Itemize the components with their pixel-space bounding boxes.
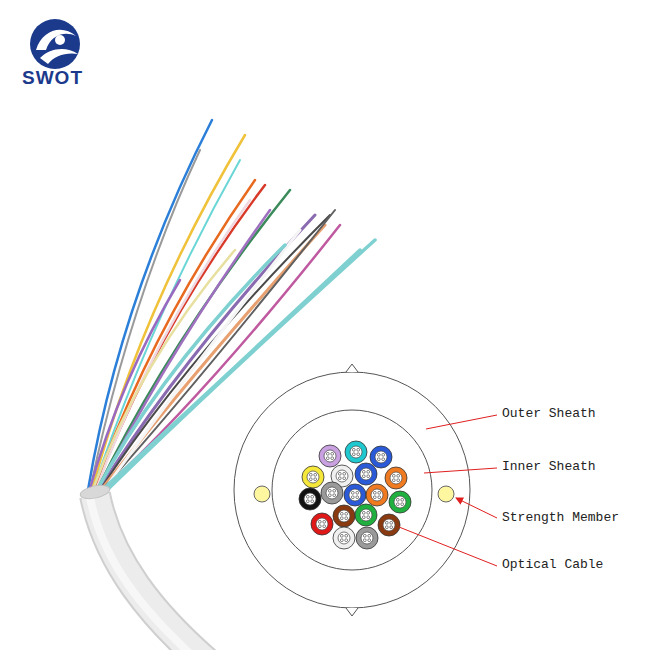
cable-jacket <box>79 483 215 650</box>
part-name: Outer Sheath <box>502 406 596 422</box>
leader-lines <box>399 415 497 566</box>
part-name: Strength Member <box>502 510 619 526</box>
part-name: Inner Sheath <box>502 459 596 475</box>
cross-section <box>234 364 470 616</box>
logo-mark <box>30 19 80 69</box>
part-name: Optical Cable <box>502 557 603 573</box>
brand-name: SWOT <box>22 70 83 86</box>
